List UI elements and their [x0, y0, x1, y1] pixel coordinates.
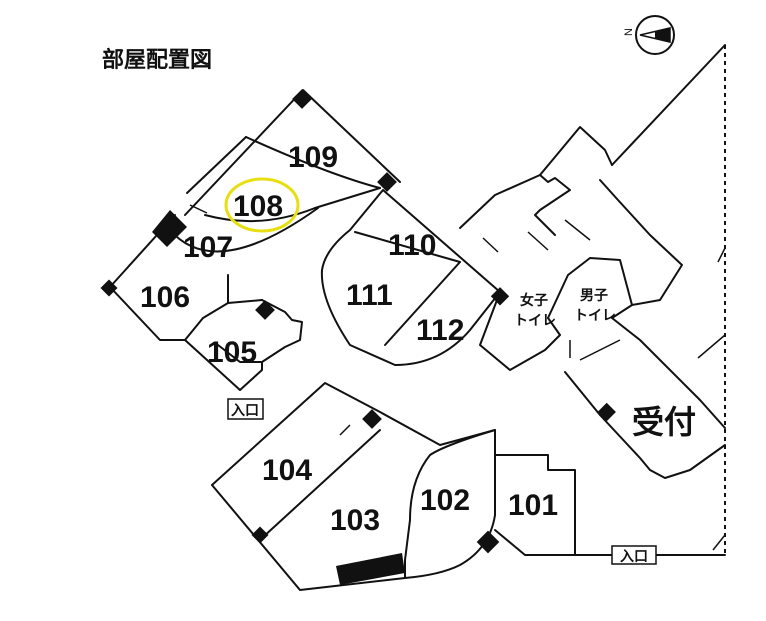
boundary-tick-2 — [697, 334, 726, 359]
entrance-west: 入口 — [227, 398, 264, 420]
room-label-110: 110 — [388, 229, 436, 262]
room-110-111-wall — [354, 231, 461, 263]
reception-counter-wall — [564, 371, 726, 479]
east-wing-north-wall — [539, 126, 613, 176]
reception-outer-wall — [611, 317, 726, 429]
wing-outer-wall-left — [109, 214, 241, 391]
pillar-reception — [597, 402, 616, 422]
room-104-103-wall — [261, 429, 381, 539]
pillar-106-west — [100, 279, 118, 297]
entrance-south-box — [611, 545, 657, 565]
pillar-104-south — [251, 526, 269, 544]
men-restroom-wall — [547, 257, 633, 319]
room-104-door — [339, 424, 351, 436]
pillar-102-south — [476, 530, 500, 554]
room-107-curved-wall — [169, 207, 319, 253]
outer-wall-north — [611, 44, 726, 166]
restroom-labels: 女子 トイレ 男子 トイレ — [514, 287, 616, 328]
room-label-101: 101 — [508, 489, 558, 522]
room-101-lower-wall — [494, 529, 606, 556]
room-101-wall — [494, 454, 576, 556]
room-label-104: 104 — [262, 454, 312, 487]
room-label-106: 106 — [140, 281, 190, 314]
boundary-tick-3 — [712, 534, 726, 551]
restroom-block — [459, 174, 633, 371]
east-wing-inner-wall — [599, 179, 683, 306]
room-111-112-wall — [384, 261, 461, 346]
boundary-tick-1 — [717, 247, 726, 263]
south-wing — [211, 382, 726, 591]
room-label-108: 108 — [233, 190, 283, 223]
room-102-wall — [404, 429, 496, 561]
reception-label: 受付 — [632, 404, 696, 440]
room-102-lower-wall — [404, 514, 496, 579]
room-109-108-divider — [245, 136, 381, 189]
wing-outer-wall-top — [184, 89, 401, 216]
compass-north-label: N — [623, 28, 635, 36]
room-labels: 109 108 107 106 105 110 111 112 104 103 … — [140, 141, 558, 537]
room-108-highlight-circle — [224, 177, 300, 233]
room-label-109: 109 — [288, 141, 338, 174]
pillar-105-north — [255, 300, 275, 320]
entrance-west-box — [227, 398, 264, 420]
room-label-102: 102 — [420, 484, 470, 517]
women-restroom-wall — [479, 291, 561, 371]
room-107-door — [189, 204, 208, 214]
compass: N — [623, 15, 675, 55]
pillar-103-north — [362, 409, 382, 429]
restroom-corridor-wall — [459, 174, 571, 236]
room-105-wall — [261, 299, 303, 363]
pillar-109-north — [292, 89, 312, 109]
entrance-south: 入口 — [611, 545, 657, 565]
women-restroom-label-line2: トイレ — [514, 312, 556, 328]
pillar-112-east — [490, 287, 510, 306]
pillar-109-east — [377, 172, 397, 192]
restroom-partition-2 — [564, 219, 591, 241]
room-label-103: 103 — [330, 504, 380, 537]
restroom-partition-1 — [527, 231, 549, 251]
entrance-west-label: 入口 — [231, 402, 259, 418]
room-label-112: 112 — [416, 314, 464, 347]
women-restroom-label-line1: 女子 — [520, 292, 548, 308]
map-title: 部屋配置図 — [102, 47, 212, 72]
room-106-105-wall — [184, 299, 263, 341]
pillar-107-west — [152, 210, 187, 247]
central-wing — [320, 189, 510, 366]
reception-partition — [579, 339, 621, 361]
north-arrow-fill — [655, 28, 670, 42]
room-label-105: 105 — [207, 336, 257, 369]
room-108-wall-bottom — [204, 207, 316, 223]
room-109-wall-bottom — [314, 187, 381, 209]
men-restroom-label-line2: トイレ — [574, 307, 616, 323]
room-label-107: 107 — [183, 231, 233, 264]
east-wing — [539, 126, 726, 479]
room-label-111: 111 — [346, 279, 393, 312]
men-restroom-label-line1: 男子 — [580, 287, 608, 303]
room-103-black-bar — [336, 553, 405, 585]
west-wing — [100, 89, 401, 391]
room-108-wall-left — [186, 136, 247, 194]
central-wing-outline — [320, 189, 501, 366]
south-wing-outer-wall-top — [211, 382, 496, 486]
restroom-partition-3 — [482, 237, 499, 253]
entrance-south-label: 入口 — [620, 548, 648, 564]
